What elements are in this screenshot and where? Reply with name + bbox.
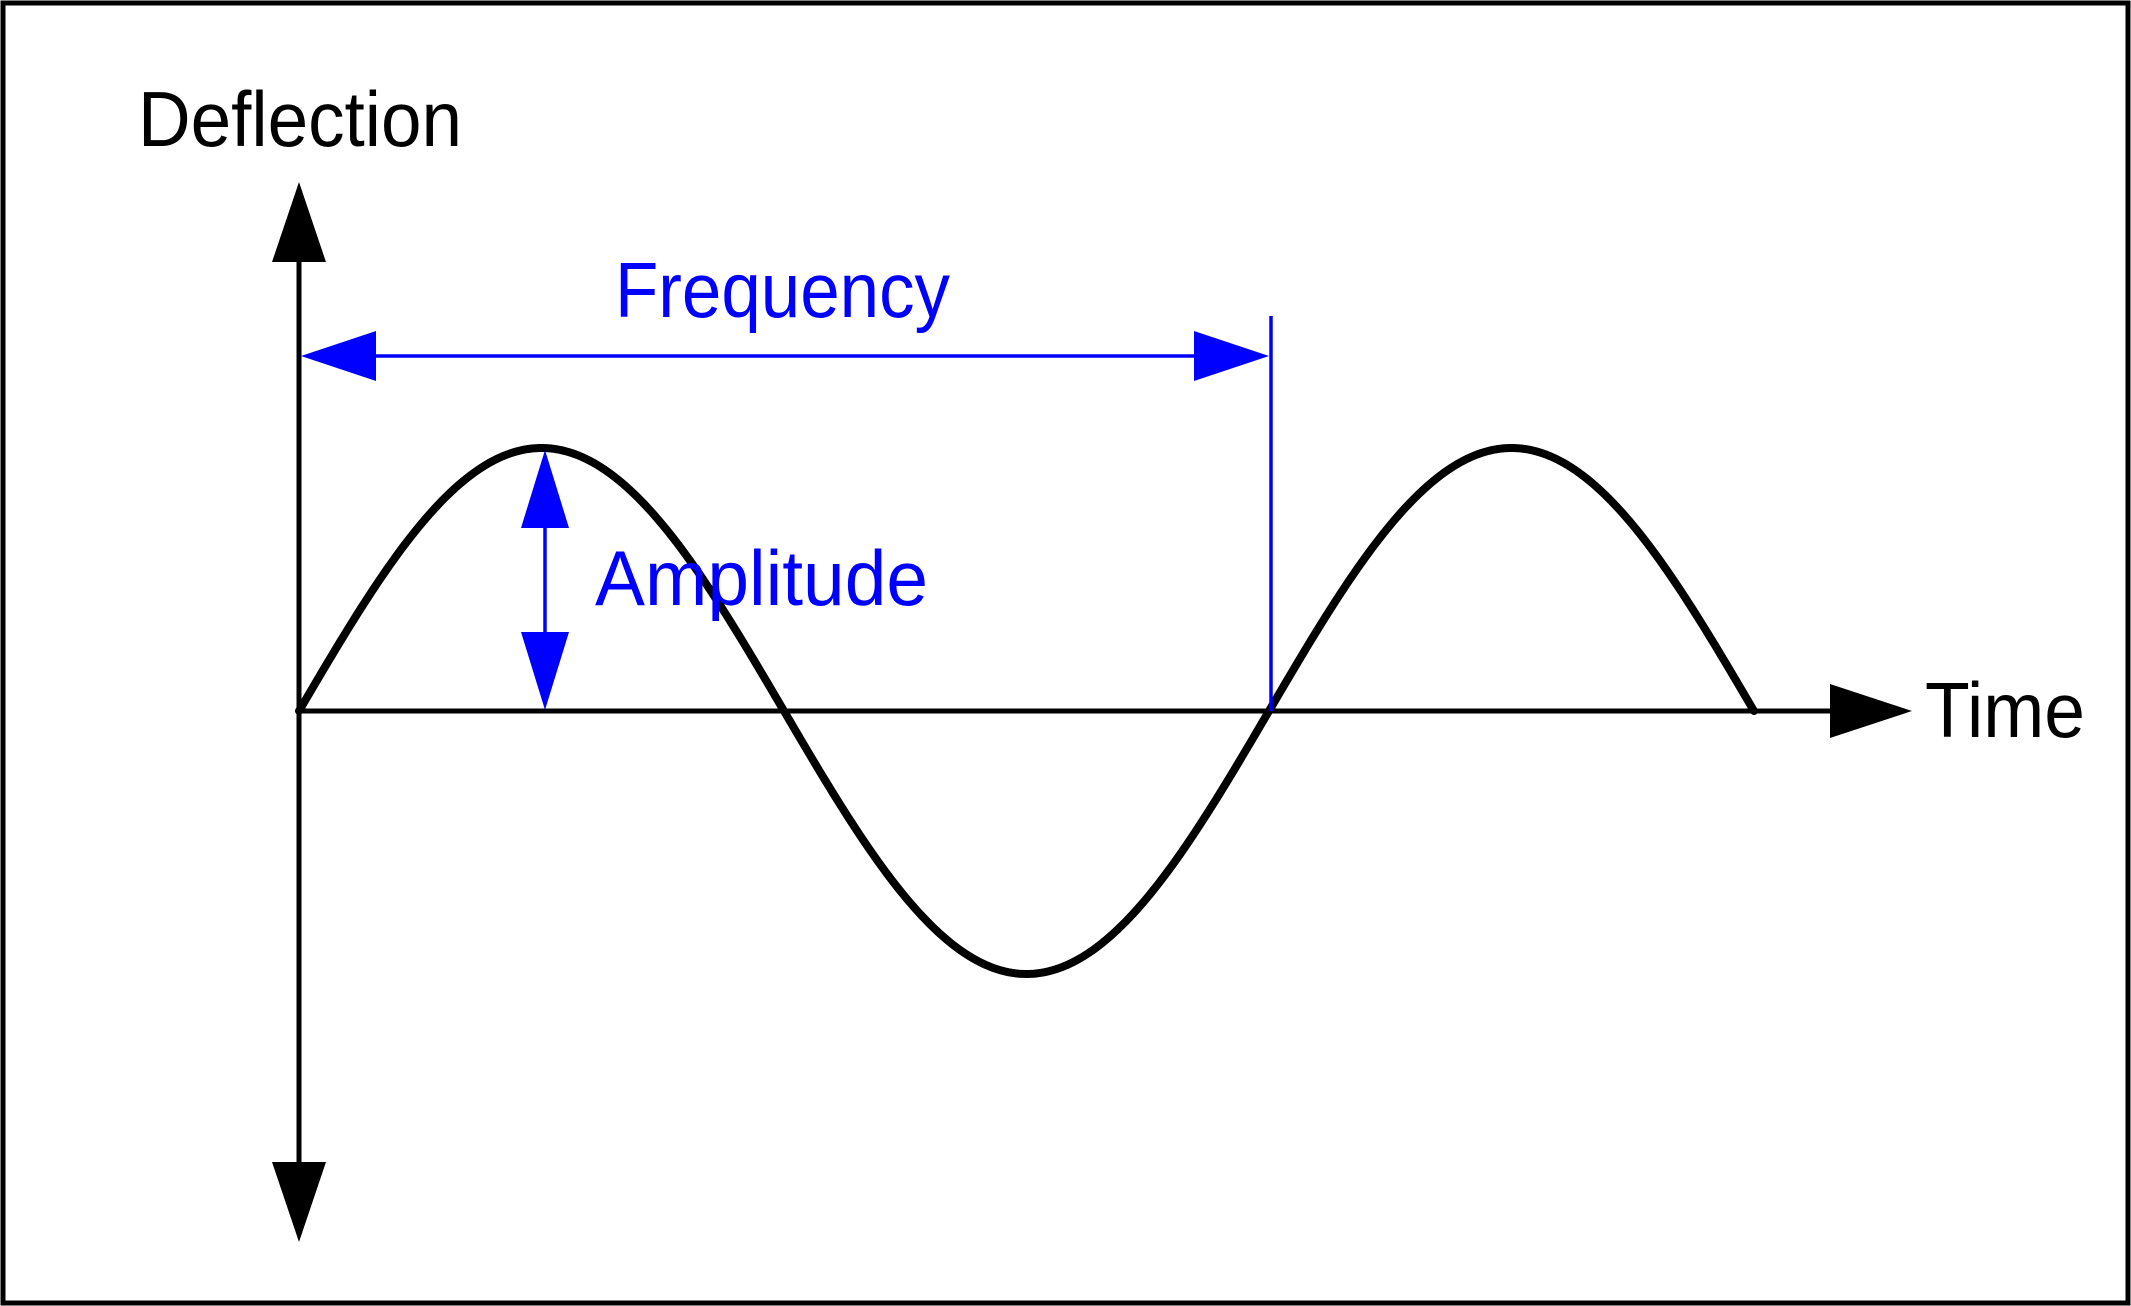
amplitude-label: Amplitude (595, 534, 928, 622)
x-axis-arrow-icon (1830, 684, 1912, 738)
y-axis-up-arrow-icon (272, 182, 326, 262)
y-axis-label: Deflection (138, 75, 462, 163)
frequency-label: Frequency (615, 246, 950, 334)
y-axis-down-arrow-icon (272, 1162, 326, 1242)
period-right-arrow-icon (1194, 331, 1269, 381)
period-left-arrow-icon (301, 331, 376, 381)
sine-wave (295, 444, 1758, 978)
x-axis-label: Time (1925, 666, 2085, 754)
amplitude-down-arrow-icon (521, 632, 569, 710)
amplitude-up-arrow-icon (521, 450, 569, 528)
